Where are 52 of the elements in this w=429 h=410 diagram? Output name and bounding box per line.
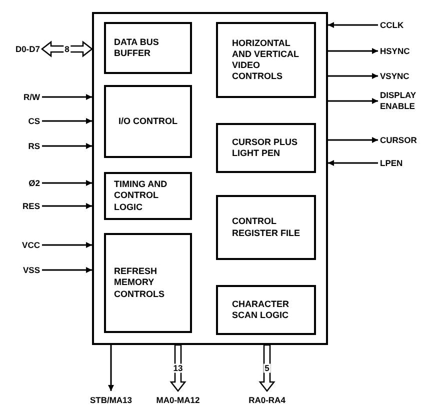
signal-arrow [42, 118, 92, 124]
pin-label: STB/MA13 [90, 394, 132, 406]
block-box [104, 22, 192, 74]
pin-label: VSS [22, 264, 40, 276]
block-label: CONTROL REGISTER FILE [231, 216, 302, 239]
signal-arrow [328, 137, 378, 143]
signal-arrow [328, 98, 378, 104]
pin-label: HSYNC [380, 46, 410, 56]
block-label: CURSOR PLUS LIGHT PEN [231, 136, 299, 160]
block-box [216, 22, 316, 98]
chip-outline [92, 12, 328, 345]
pin-label: VCC [22, 240, 40, 250]
pin-label: CURSOR [380, 134, 417, 146]
edge-label: 5 [264, 364, 270, 372]
pin-label: Ø2 [28, 178, 40, 188]
block-box [104, 85, 192, 158]
pin-label: CCLK [380, 20, 404, 30]
signal-arrow [42, 180, 92, 186]
pin-label: RES [22, 200, 40, 212]
block-box [104, 233, 192, 333]
pin-label: CS [28, 116, 40, 126]
signal-arrow [328, 22, 378, 28]
signal-arrow [328, 73, 378, 79]
edge-label: 13 [172, 364, 184, 372]
signal-arrow [108, 345, 114, 391]
block-label: REFRESH MEMORY CONTROLS [113, 266, 166, 300]
block-box [216, 195, 316, 260]
block-box [104, 172, 192, 220]
signal-arrow [42, 242, 92, 248]
block-label: DATA BUS BUFFER [113, 36, 160, 60]
pin-label: RA0-RA4 [248, 394, 286, 406]
pin-label: LPEN [380, 158, 403, 168]
edge-label: 8 [64, 44, 70, 54]
signal-arrow [42, 94, 92, 100]
signal-arrow [42, 267, 92, 273]
signal-arrow [328, 48, 378, 54]
block-box [216, 123, 316, 173]
pin-label: VSYNC [380, 70, 410, 82]
bus-arrow [40, 40, 94, 58]
block-box [216, 285, 316, 335]
block-label: TIMING AND CONTROL LOGIC [113, 179, 168, 213]
pin-label: R/W [23, 92, 40, 102]
pin-label: MA0-MA12 [156, 394, 200, 406]
pin-label: DISPLAY ENABLE [380, 90, 417, 112]
pin-label: D0-D7 [15, 44, 40, 54]
block-label: I/O CONTROL [118, 116, 178, 128]
signal-arrow [42, 143, 92, 149]
signal-arrow [42, 203, 92, 209]
signal-arrow [328, 160, 378, 166]
block-label: CHARACTER SCAN LOGIC [231, 298, 290, 322]
block-label: HORIZONTAL AND VERTICAL VIDEO CONTROLS [231, 38, 300, 82]
pin-label: RS [28, 140, 40, 152]
